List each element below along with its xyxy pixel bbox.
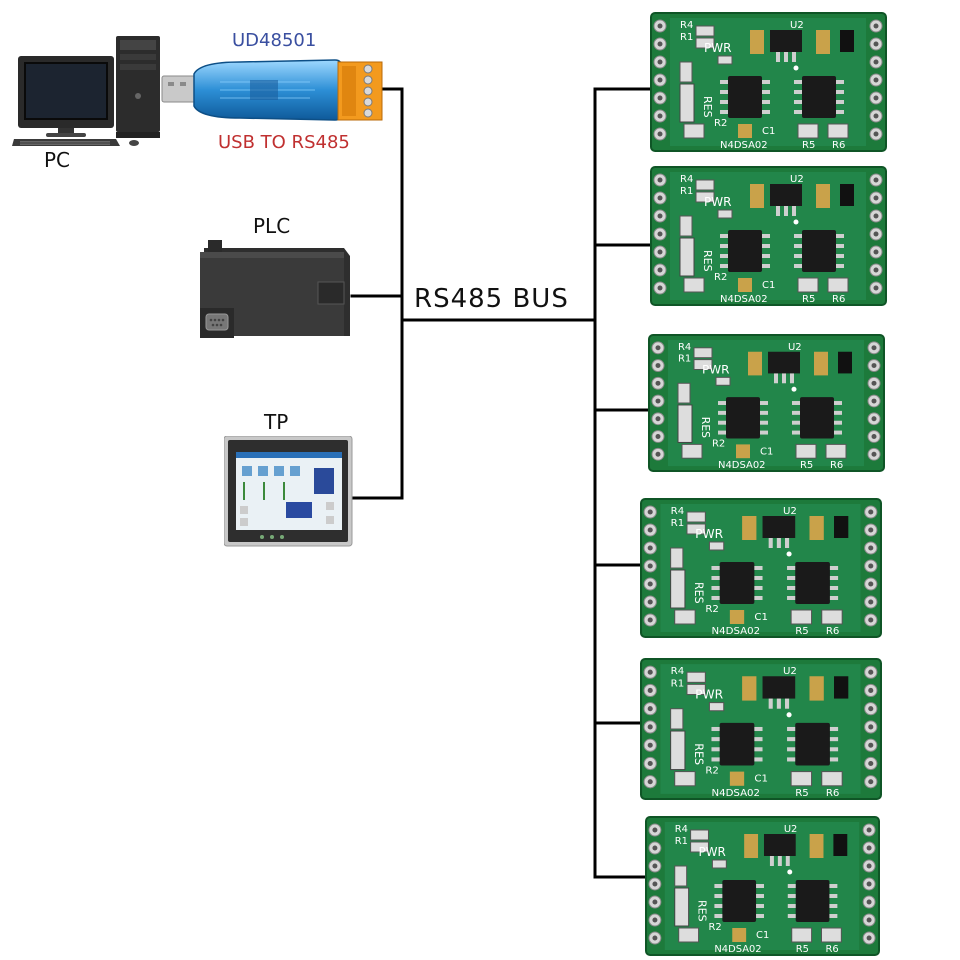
silk-pwr: PWR — [704, 195, 731, 209]
silk-r5: R5 — [802, 294, 815, 305]
silk-r6: R6 — [830, 460, 843, 471]
silk-r6: R6 — [825, 944, 838, 955]
silk-c1: C1 — [762, 280, 775, 291]
silk-res: RES — [701, 96, 714, 118]
silk-pwr: PWR — [695, 688, 724, 702]
module-model-label: N4DSA02 — [720, 294, 768, 305]
plc-icon — [200, 240, 350, 338]
silk-r2: R2 — [708, 922, 721, 933]
silk-r2: R2 — [712, 438, 725, 449]
silk-r5: R5 — [800, 460, 813, 471]
silk-r4: R4 — [680, 174, 693, 185]
silk-u2: U2 — [788, 342, 802, 353]
silk-r2: R2 — [714, 272, 727, 283]
module-model-label: N4DSA02 — [711, 788, 760, 799]
silk-pwr: PWR — [695, 527, 724, 541]
silk-r4: R4 — [680, 20, 693, 31]
silk-u2: U2 — [784, 824, 798, 835]
pc-icon — [12, 36, 160, 146]
silk-r1: R1 — [671, 518, 685, 529]
silk-res: RES — [692, 743, 705, 765]
silk-u2: U2 — [783, 666, 797, 677]
silk-res: RES — [699, 417, 712, 438]
silk-r1: R1 — [678, 354, 691, 365]
silk-r4: R4 — [675, 824, 688, 835]
silk-res: RES — [701, 250, 714, 272]
touch-panel-icon — [224, 436, 353, 547]
silk-r5: R5 — [795, 788, 809, 799]
module-model-label: N4DSA02 — [720, 140, 768, 151]
silk-r5: R5 — [795, 626, 809, 637]
silk-c1: C1 — [762, 126, 775, 137]
silk-r6: R6 — [826, 626, 840, 637]
silk-c1: C1 — [756, 930, 769, 941]
silk-r2: R2 — [705, 766, 719, 777]
silk-r5: R5 — [802, 140, 815, 151]
silk-pwr: PWR — [702, 363, 729, 377]
silk-c1: C1 — [754, 774, 768, 785]
silk-pwr: PWR — [704, 41, 731, 55]
usb-rs485-adapter-icon — [161, 59, 383, 121]
silk-r2: R2 — [705, 604, 719, 615]
pc-link-wire — [380, 87, 404, 500]
adapter-desc-label: USB TO RS485 — [218, 132, 350, 153]
silk-u2: U2 — [790, 20, 804, 31]
silk-r4: R4 — [671, 666, 685, 677]
silk-c1: C1 — [754, 612, 768, 623]
silk-r4: R4 — [678, 342, 691, 353]
silk-r6: R6 — [832, 294, 845, 305]
plc-label: PLC — [253, 214, 291, 238]
module-model-label: N4DSA02 — [711, 626, 760, 637]
silk-r6: R6 — [832, 140, 845, 151]
silk-r1: R1 — [675, 836, 688, 847]
silk-r6: R6 — [826, 788, 840, 799]
silk-r4: R4 — [671, 506, 685, 517]
silk-res: RES — [692, 582, 705, 604]
silk-pwr: PWR — [699, 845, 726, 859]
module-model-label: N4DSA02 — [718, 460, 766, 471]
silk-res: RES — [696, 900, 709, 922]
silk-u2: U2 — [790, 174, 804, 185]
silk-r1: R1 — [680, 186, 693, 197]
silk-r1: R1 — [680, 32, 693, 43]
pc-label: PC — [44, 148, 71, 172]
silk-u2: U2 — [783, 506, 797, 517]
bus-label: RS485 BUS — [414, 284, 569, 314]
silk-c1: C1 — [760, 446, 773, 457]
silk-r5: R5 — [796, 944, 809, 955]
silk-r2: R2 — [714, 118, 727, 129]
module-model-label: N4DSA02 — [714, 944, 761, 955]
tp-label: TP — [264, 410, 289, 434]
adapter-model-label: UD48501 — [232, 30, 317, 51]
silk-r1: R1 — [671, 678, 685, 689]
